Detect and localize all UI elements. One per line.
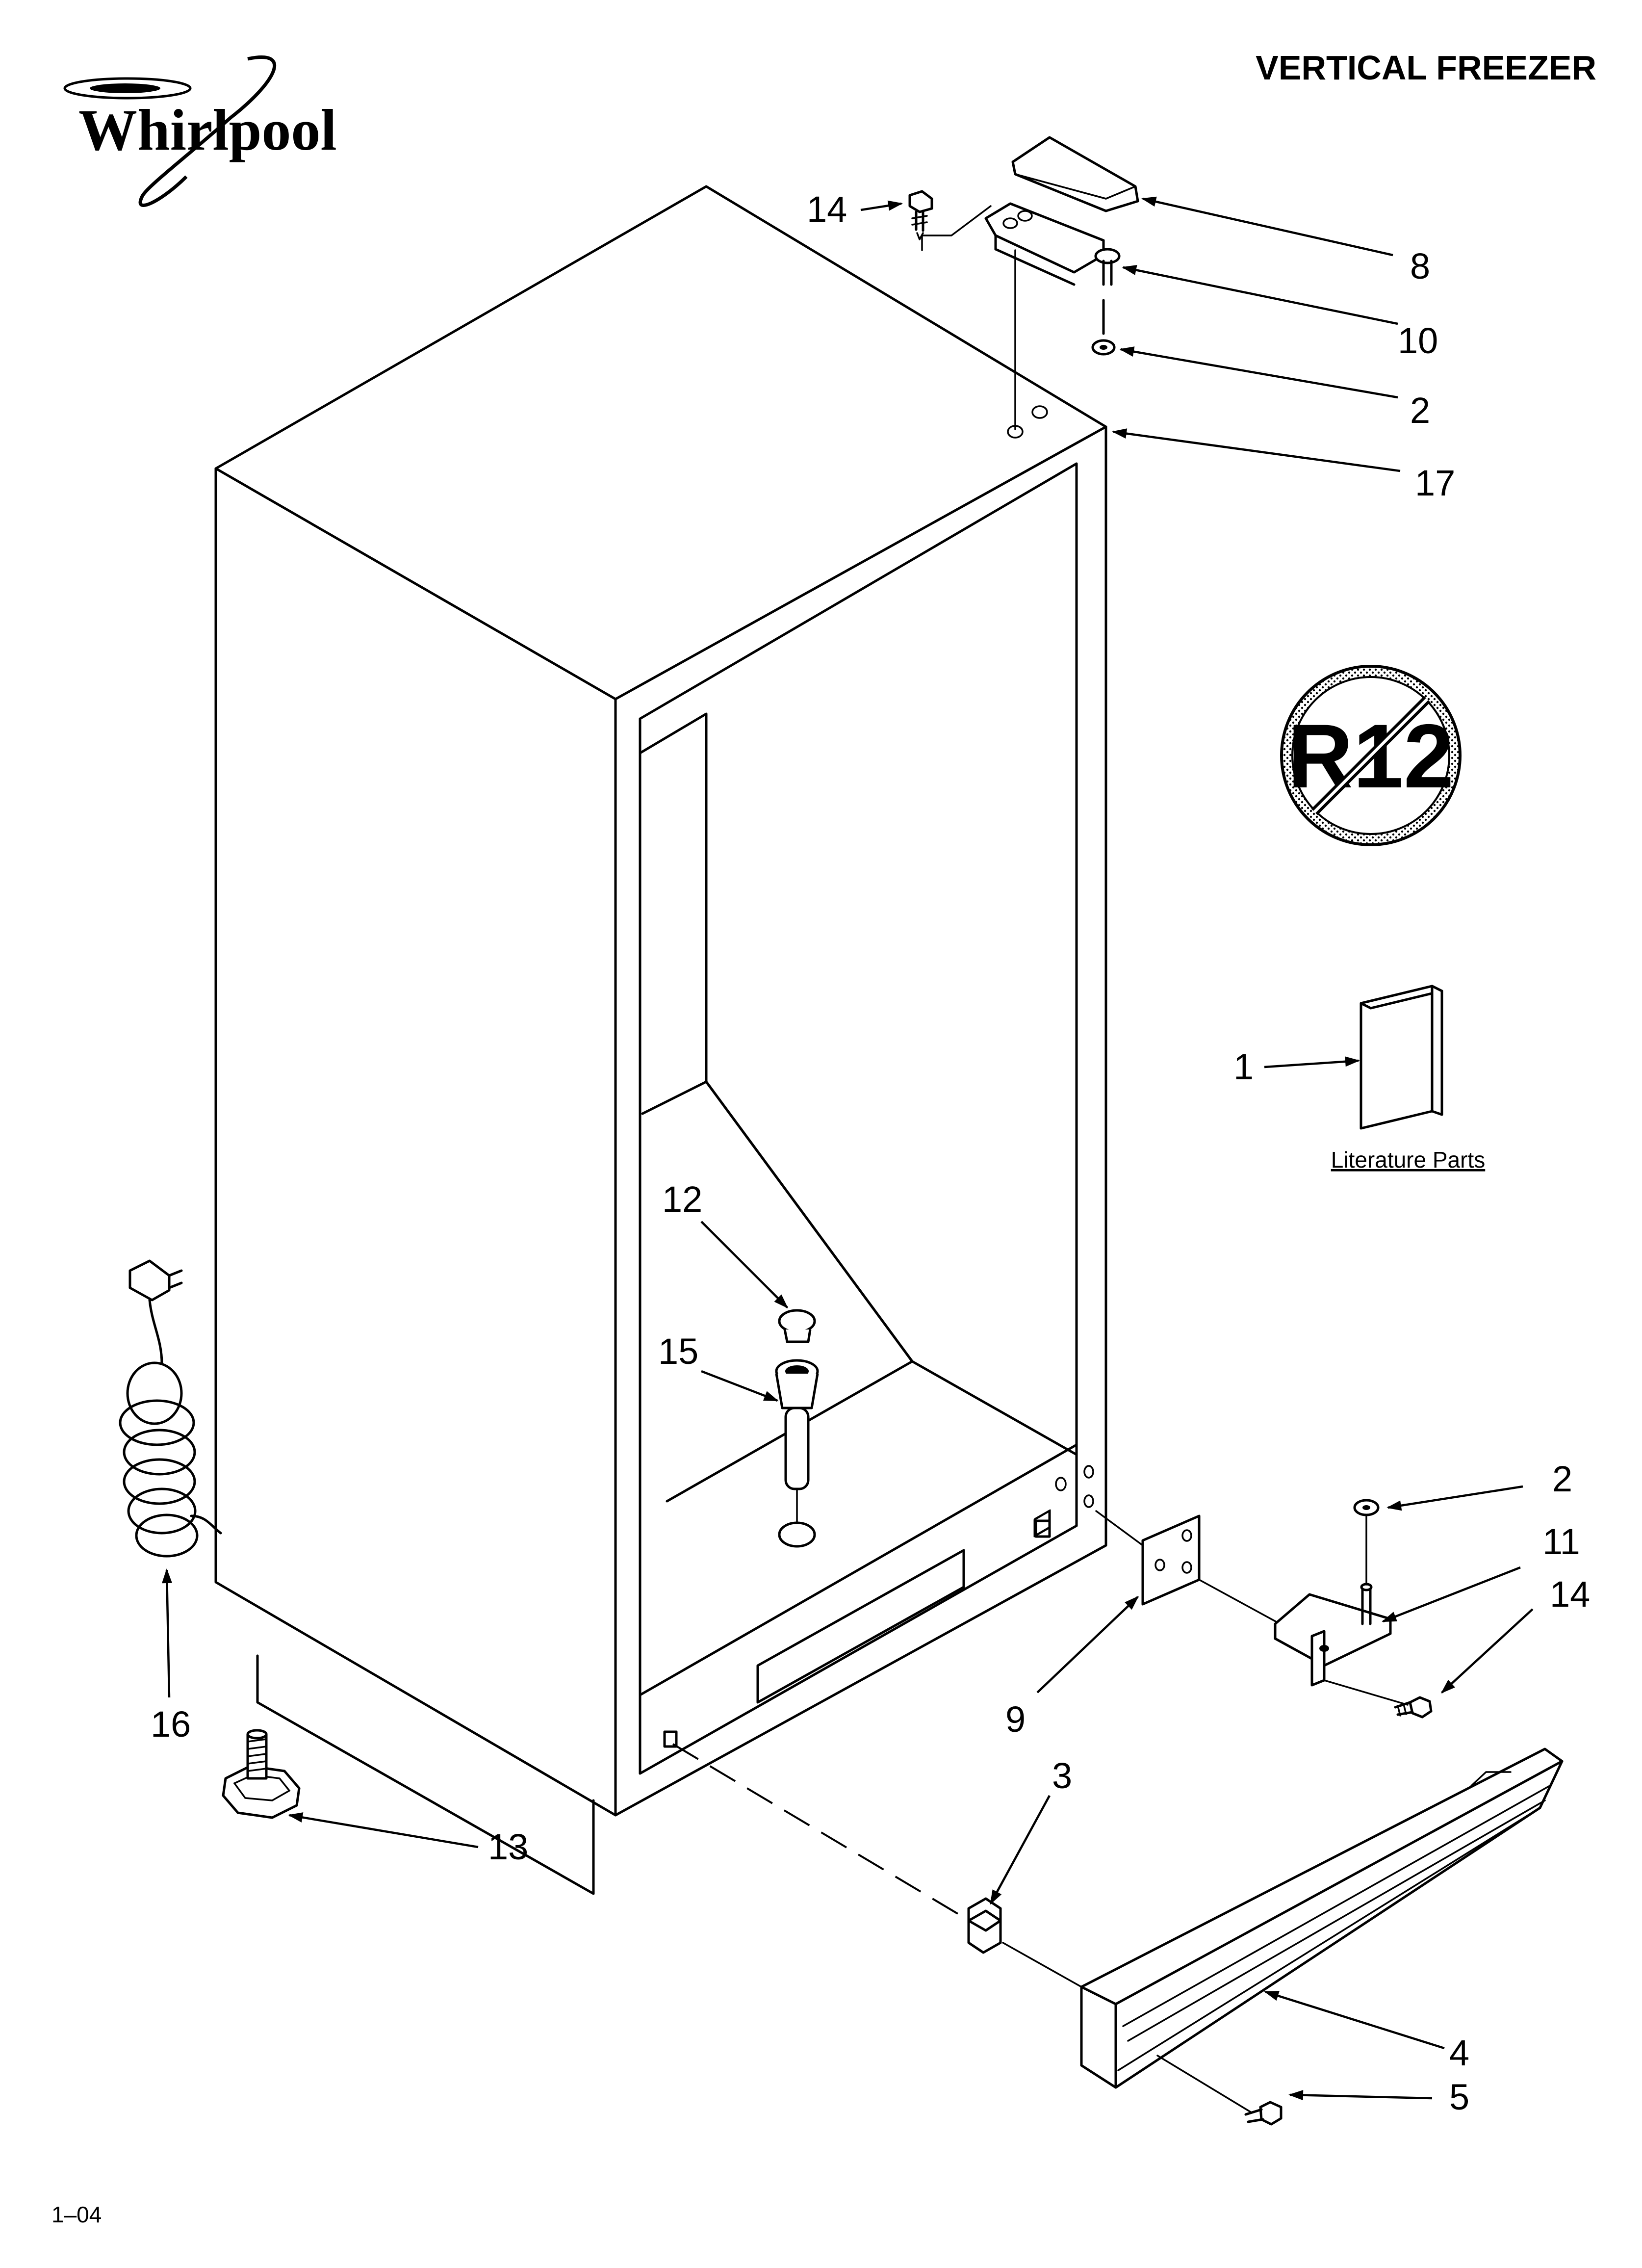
hinge-cover-part-8 <box>1011 136 1139 212</box>
no-r12-badge: R12 <box>1280 665 1462 846</box>
callout-labels: 14 8 10 2 17 1 12 15 16 13 2 11 14 9 3 4… <box>151 189 1590 2117</box>
callout-2-bottom: 2 <box>1552 1459 1572 1499</box>
bracket-guide-line-right <box>1198 1579 1281 1625</box>
callout-arrows <box>162 196 1534 2101</box>
washer-part-2-bottom <box>1353 1499 1380 1586</box>
whirlpool-logo: Whirlpool <box>63 55 337 207</box>
screw-part-14-bottom <box>1323 1679 1433 1719</box>
callout-12: 12 <box>662 1179 702 1220</box>
callout-5: 5 <box>1449 2077 1469 2117</box>
callout-14-bottom: 14 <box>1550 1574 1590 1615</box>
washer-part-2-top <box>1091 339 1116 356</box>
drain-plug-part-12 <box>778 1309 816 1343</box>
page-title: VERTICAL FREEZER <box>1256 49 1596 87</box>
callout-10: 10 <box>1398 320 1438 361</box>
callout-9: 9 <box>1005 1699 1026 1740</box>
drain-tube-part-15 <box>775 1359 819 1548</box>
callout-14-top: 14 <box>807 189 847 230</box>
callout-4: 4 <box>1449 2033 1469 2073</box>
footer-code: 1–04 <box>51 2202 102 2227</box>
callout-17: 17 <box>1415 463 1455 503</box>
callout-13: 13 <box>488 1826 528 1867</box>
callout-8: 8 <box>1410 246 1430 287</box>
bottom-hinge-part-11 <box>1274 1583 1392 1687</box>
screw-guide-line <box>921 205 992 251</box>
toe-grille-part-4 <box>1080 1747 1564 2089</box>
bracket-guide-line-left <box>1095 1510 1144 1546</box>
brand-name: Whirlpool <box>78 97 337 162</box>
top-hinge <box>984 202 1105 286</box>
callout-15: 15 <box>658 1331 698 1372</box>
grille-clip-guide-line <box>1002 1942 1082 1988</box>
callout-1: 1 <box>1233 1046 1254 1087</box>
hinge-pin-part-10 <box>1094 248 1121 286</box>
leveling-leg-part-13 <box>222 1729 301 1819</box>
bottom-hinge-bracket-part-9 <box>1141 1514 1201 1606</box>
literature-parts-label: Literature Parts <box>1331 1147 1485 1173</box>
literature-booklet: Literature Parts <box>1331 985 1485 1173</box>
callout-2-top: 2 <box>1410 390 1430 431</box>
screw-part-14-top <box>908 190 933 240</box>
grille-screw-part-5 <box>1156 2055 1283 2126</box>
power-cord-part-16 <box>119 1259 222 1558</box>
callout-3: 3 <box>1052 1755 1072 1796</box>
callout-11: 11 <box>1542 1521 1580 1562</box>
callout-16: 16 <box>151 1704 191 1745</box>
freezer-cabinet <box>214 185 1107 1895</box>
grille-clip-part-3 <box>967 1897 1002 1954</box>
grille-alignment-dashed-line <box>672 1743 975 1924</box>
